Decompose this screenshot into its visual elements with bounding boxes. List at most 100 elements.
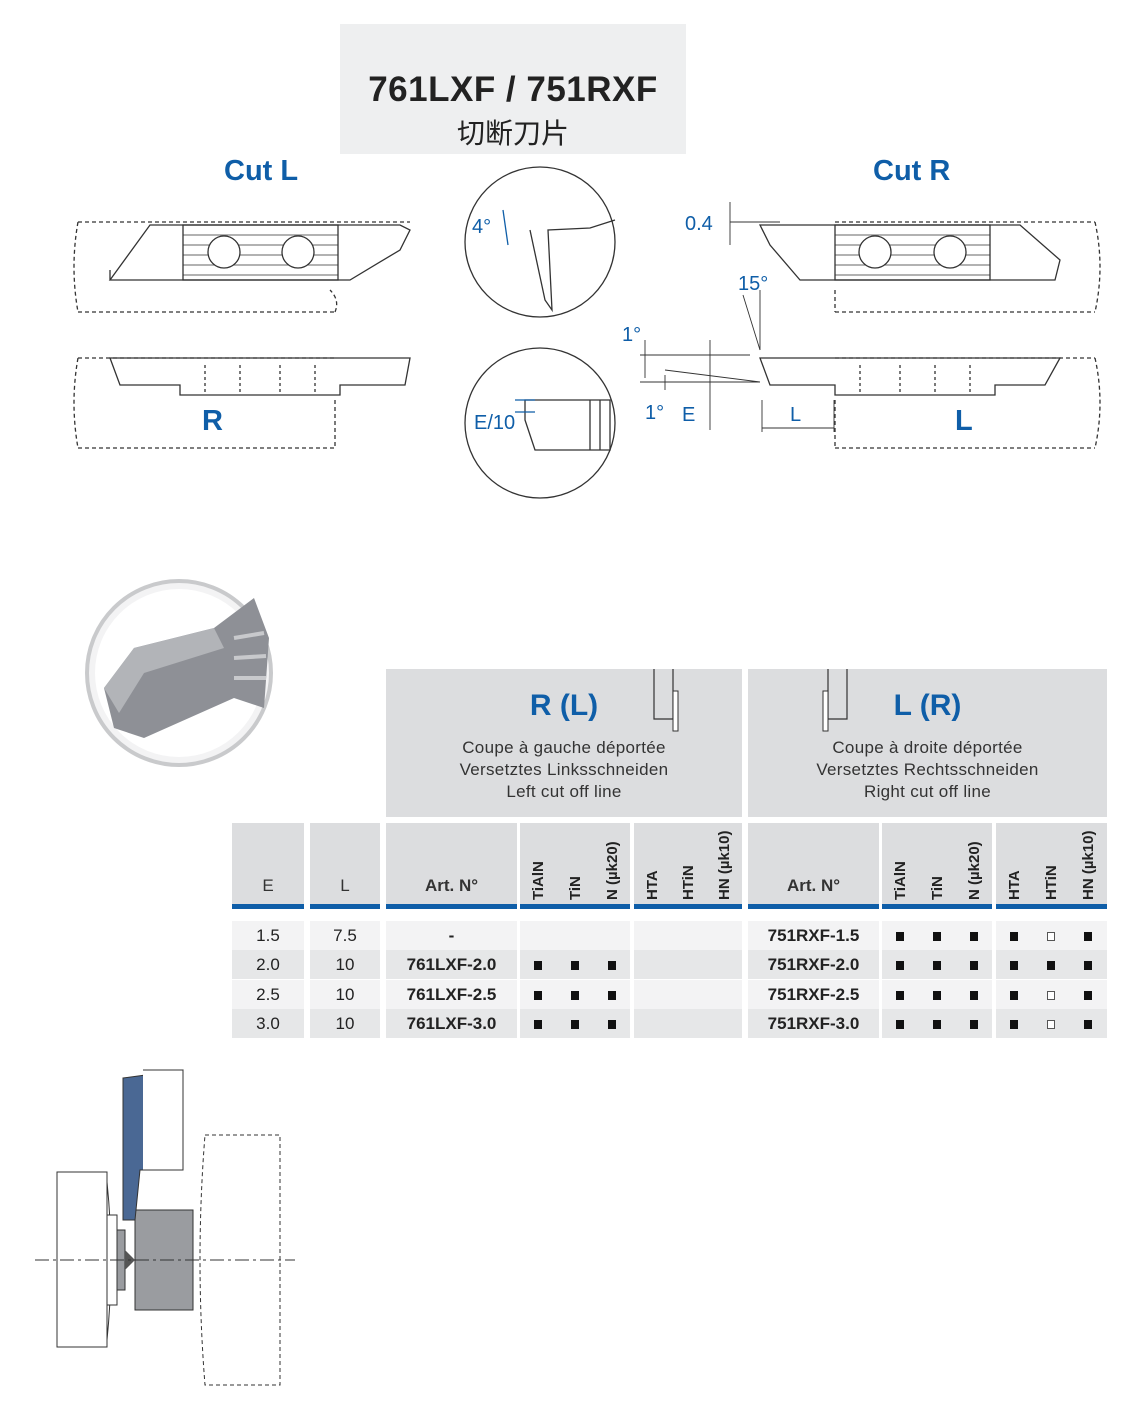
col-header-coating: TiN: [557, 823, 593, 909]
availability-mark: [1033, 980, 1069, 1009]
col-header-coating-label: HN (µk10): [716, 830, 733, 901]
filled-square-icon: [608, 990, 616, 1000]
dim-e10-label: E/10: [474, 412, 516, 434]
availability-mark: [1070, 921, 1106, 950]
cell-right-art: 751RXF-1.5: [748, 921, 879, 950]
cut-l-side-view: [73, 357, 411, 449]
angle-4-label: 4°: [472, 216, 492, 238]
availability-mark: [520, 1009, 556, 1038]
filled-square-icon: [896, 961, 904, 971]
col-group-coatings-right-2: [996, 823, 1107, 909]
cell-e: 2.0: [232, 950, 304, 980]
availability-mark: [919, 921, 955, 950]
cut-r-top-view: [758, 221, 1101, 313]
detail-circle-bottom: [464, 347, 616, 499]
filled-square-icon: [896, 932, 904, 942]
right-group-desc-fr: Coupe à droite déportée: [832, 738, 1023, 757]
cell-l: 10: [310, 950, 380, 980]
col-header-coating-label: TiAlN: [530, 861, 547, 900]
angle-15-label: 15°: [738, 273, 769, 295]
filled-square-icon: [534, 961, 542, 971]
left-cut-group-header: R (L) Coupe à gauche déportée Versetztes…: [386, 669, 742, 817]
filled-square-icon: [1010, 932, 1018, 942]
col-header-art-right-label: Art. N°: [786, 876, 841, 895]
filled-square-icon: [970, 961, 978, 971]
col-header-l: L: [310, 823, 380, 909]
col-group-coatings-left-1: [520, 823, 630, 909]
hollow-square-icon: [1047, 1019, 1055, 1029]
left-cut-icon: [653, 669, 679, 732]
col-header-coating-label: TiAlN: [892, 861, 909, 900]
col-header-coating-label: HTA: [644, 870, 661, 900]
col-header-coating-label: HTiN: [1043, 865, 1060, 900]
title-box: 761LXF / 751RXF 切断刀片: [340, 24, 686, 154]
filled-square-icon: [933, 990, 941, 1000]
angle-detail: [640, 202, 835, 432]
availability-mark: [996, 950, 1032, 979]
page-subtitle: 切断刀片: [456, 118, 569, 149]
filled-square-icon: [1084, 932, 1092, 942]
cell-left-art: 761LXF-2.5: [386, 979, 517, 1009]
col-header-l-label: L: [340, 876, 350, 895]
filled-square-icon: [608, 1019, 616, 1029]
insert-product-image: [85, 579, 273, 767]
cell-left-art: 761LXF-3.0: [386, 1008, 517, 1038]
dim-04-label: 0.4: [685, 213, 713, 235]
insert-technical-drawing: [73, 166, 1101, 499]
availability-mark: [557, 980, 593, 1009]
filled-square-icon: [933, 1019, 941, 1029]
col-header-coating: TiAlN: [882, 823, 918, 909]
filled-square-icon: [1084, 961, 1092, 971]
right-group-code: L (R): [893, 689, 962, 722]
cell-right-art: 751RXF-2.0: [748, 950, 879, 980]
availability-mark: [956, 950, 992, 979]
col-header-coating-label: TiN: [929, 876, 946, 900]
cell-left-art: 761LXF-2.0: [386, 950, 517, 980]
cell-right-art: 751RXF-3.0: [748, 1008, 879, 1038]
dim-e-label: E: [682, 404, 696, 426]
col-header-art-right: Art. N°: [748, 823, 879, 909]
col-header-coating: HTiN: [670, 823, 706, 909]
filled-square-icon: [1010, 990, 1018, 1000]
cut-l-label: Cut L: [224, 155, 299, 187]
col-header-coating: HTA: [634, 823, 670, 909]
col-header-coating: HTiN: [1033, 823, 1069, 909]
filled-square-icon: [970, 990, 978, 1000]
availability-mark: [882, 1009, 918, 1038]
col-group-coatings-right-1: [882, 823, 992, 909]
filled-square-icon: [1010, 1019, 1018, 1029]
availability-mark: [996, 921, 1032, 950]
cell-e: 2.5: [232, 979, 304, 1009]
availability-mark: [594, 980, 630, 1009]
availability-mark: [1033, 950, 1069, 979]
filled-square-icon: [571, 961, 579, 971]
availability-mark: [956, 1009, 992, 1038]
availability-mark: [1070, 980, 1106, 1009]
filled-square-icon: [933, 932, 941, 942]
col-header-art-left: Art. N°: [386, 823, 517, 909]
col-group-coatings-left-2: [634, 823, 742, 909]
col-header-coating-label: HTiN: [680, 865, 697, 900]
right-cut-group-header: L (R) Coupe à droite déportée Versetztes…: [748, 669, 1107, 817]
filled-square-icon: [608, 961, 616, 971]
availability-mark: [882, 950, 918, 979]
availability-mark: [996, 1009, 1032, 1038]
col-header-coating: TiAlN: [520, 823, 556, 909]
col-header-coating-label: N (µk20): [966, 841, 983, 900]
col-header-coating: N (µk20): [594, 823, 630, 909]
filled-square-icon: [571, 1019, 579, 1029]
availability-mark: [594, 950, 630, 979]
filled-square-icon: [1010, 961, 1018, 971]
filled-square-icon: [970, 932, 978, 942]
cut-r-label: Cut R: [873, 155, 951, 187]
availability-mark: [594, 1009, 630, 1038]
left-group-desc-fr: Coupe à gauche déportée: [462, 738, 666, 757]
left-group-desc-de: Versetztes Linksschneiden: [459, 760, 669, 779]
availability-mark: [882, 921, 918, 950]
page-title: 761LXF / 751RXF: [368, 70, 658, 109]
availability-mark: [919, 950, 955, 979]
